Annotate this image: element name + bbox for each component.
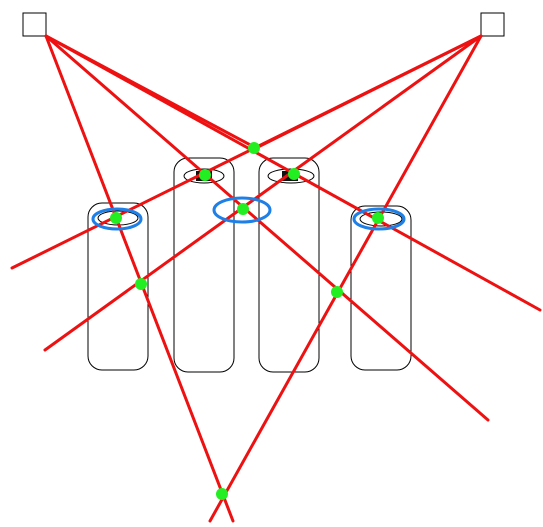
intersection-group [110,142,384,500]
bottle-3-opening-gap [212,196,272,224]
camera-right [480,12,505,37]
intersection-point [248,142,260,154]
bottle-4-opening [352,207,406,231]
intersection-point [372,212,384,224]
ray [43,34,483,352]
intersection-point [199,169,211,181]
intersection-point [237,203,249,215]
ray-group [10,34,542,523]
highlight-group [91,196,406,231]
ray [44,34,490,422]
camera-left [22,12,47,37]
intersection-point [216,488,228,500]
intersection-point [135,278,147,290]
ray [208,34,483,523]
bottle-1-opening [91,207,143,231]
intersection-point [331,286,343,298]
intersection-point [288,168,300,180]
ray [44,34,258,150]
ray [254,34,483,150]
intersection-point [110,212,122,224]
